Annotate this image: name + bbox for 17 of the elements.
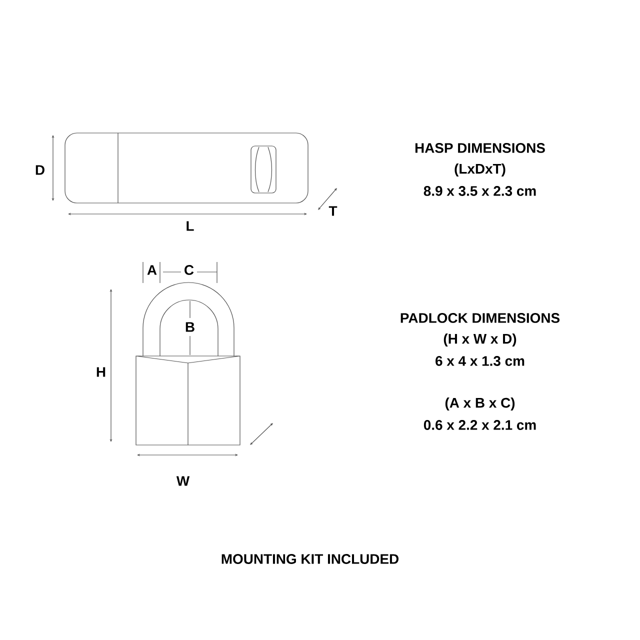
spec-text: 8.9 x 3.5 x 2.3 cm bbox=[424, 186, 536, 196]
dimension-label: H bbox=[96, 367, 106, 377]
dimension-label: D bbox=[36, 165, 44, 175]
spec-text: (A x B x C) bbox=[445, 398, 515, 410]
note-text: MOUNTING KIT INCLUDED bbox=[222, 554, 398, 564]
spec-text: 0.6 x 2.2 x 2.1 cm bbox=[424, 420, 536, 430]
spec-text: 6 x 4 x 1.3 cm bbox=[436, 356, 524, 366]
spec-heading: HASP DIMENSIONS bbox=[415, 143, 545, 153]
dimension-label: A bbox=[147, 265, 157, 275]
dimension-label: W bbox=[176, 476, 190, 486]
dimension-label: B bbox=[186, 322, 194, 332]
dimension-label: C bbox=[184, 265, 194, 275]
spec-text: (H x W x D) bbox=[444, 334, 516, 346]
dimension-label: L bbox=[186, 221, 194, 231]
spec-heading: PADLOCK DIMENSIONS bbox=[400, 313, 560, 323]
dimension-label: T bbox=[328, 206, 338, 216]
spec-text: (LxDxT) bbox=[454, 164, 506, 176]
